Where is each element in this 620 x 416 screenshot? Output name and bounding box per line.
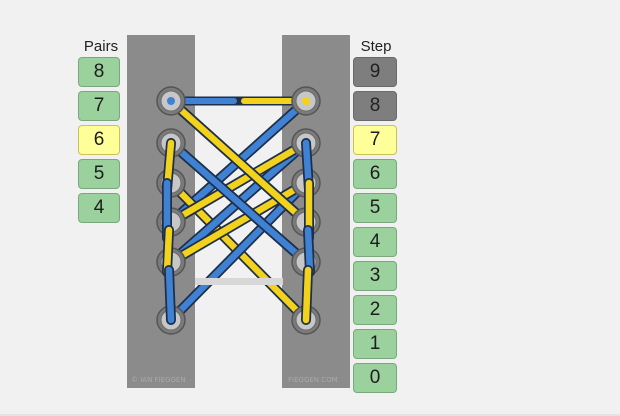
hidden-lace-bar (195, 278, 283, 285)
lace-top-blue-tip (167, 97, 175, 105)
pairs-selector: 8 7 6 5 4 (78, 57, 120, 223)
step-option[interactable]: 1 (353, 329, 397, 359)
lace-yellow-diagonal (167, 139, 310, 226)
step-label: Step (360, 38, 392, 55)
step-option[interactable]: 6 (353, 159, 397, 189)
pairs-option[interactable]: 8 (78, 57, 120, 87)
lace-yellow-vertical (302, 266, 312, 324)
step-option[interactable]: 7 (353, 125, 397, 155)
step-option[interactable]: 4 (353, 227, 397, 257)
lace-blue-vertical (304, 226, 314, 276)
lace-segments (166, 96, 311, 325)
step-option[interactable]: 0 (353, 363, 397, 393)
pairs-option[interactable]: 7 (78, 91, 120, 121)
step-option[interactable]: 5 (353, 193, 397, 223)
lace-blue-diagonal (167, 139, 310, 266)
lace-segments-over (162, 97, 315, 325)
lace-top-yellow-tip (302, 97, 310, 105)
lace-yellow-diagonal (167, 97, 310, 226)
step-option[interactable]: 9 (353, 57, 397, 87)
right-watermark: FIEGGEN.COM (288, 376, 338, 384)
bottom-divider (0, 414, 620, 416)
pairs-label: Pairs (83, 38, 119, 55)
step-option[interactable]: 3 (353, 261, 397, 291)
step-option[interactable]: 8 (353, 91, 397, 121)
pairs-option[interactable]: 5 (78, 159, 120, 189)
lace-blue-vertical (165, 266, 175, 324)
pairs-option[interactable]: 4 (78, 193, 120, 223)
pairs-option[interactable]: 6 (78, 125, 120, 155)
step-selector: 9 8 7 6 5 4 3 2 1 0 (353, 57, 397, 393)
left-watermark: © IAN FIEGGEN (131, 376, 186, 384)
step-option[interactable]: 2 (353, 295, 397, 325)
lace-yellow-vertical (163, 226, 173, 276)
